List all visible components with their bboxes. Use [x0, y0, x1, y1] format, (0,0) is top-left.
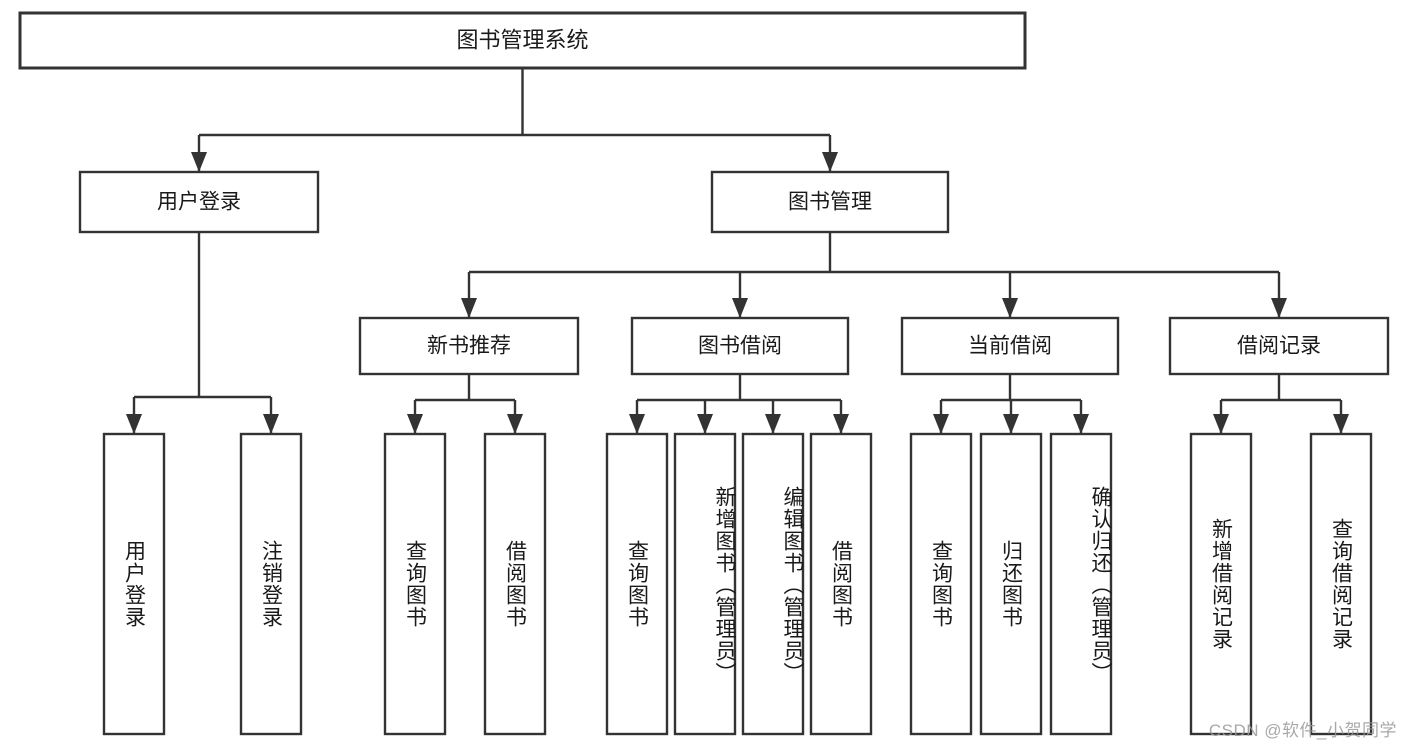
node-label-root: 图书管理系统: [456, 27, 588, 52]
arrow-head-leaf-borrow-book: [833, 414, 849, 434]
node-box-leaf-confirm-return[interactable]: [1049, 432, 1113, 736]
node-box-root[interactable]: [18, 11, 1027, 70]
node-label-borrow-record: 借阅记录: [1237, 335, 1321, 358]
node-box-leaf-edit-book[interactable]: [741, 432, 805, 736]
node-box-leaf-query-book-rec[interactable]: [383, 432, 447, 736]
node-box-user-login[interactable]: [78, 170, 320, 234]
node-box-leaf-return-book[interactable]: [979, 432, 1043, 736]
arrow-head-leaf-query-book-borrow: [629, 414, 645, 434]
node-box-leaf-borrow-book[interactable]: [809, 432, 873, 736]
arrow-head-current-borrow: [1002, 298, 1018, 318]
arrow-head-borrow-record: [1271, 298, 1287, 318]
node-box-leaf-query-book-borrow[interactable]: [605, 432, 669, 736]
watermark: CSDN @软件_小贺同学: [1208, 721, 1397, 740]
arrow-head-leaf-query-book-cur: [933, 414, 949, 434]
arrow-head-leaf-add-book: [697, 414, 713, 434]
node-box-leaf-add-book[interactable]: [673, 432, 737, 736]
arrow-head-leaf-return-book: [1003, 414, 1019, 434]
arrow-head-leaf-borrow-book-rec: [507, 414, 523, 434]
arrow-head-new-book-rec: [461, 298, 477, 318]
arrow-head-book-manage: [822, 152, 838, 172]
node-box-leaf-user-login[interactable]: [102, 432, 166, 736]
node-label-book-manage: 图书管理: [788, 191, 872, 214]
node-label-new-book-rec: 新书推荐: [427, 335, 511, 358]
node-box-borrow-record[interactable]: [1168, 316, 1390, 376]
arrow-head-user-login: [191, 152, 207, 172]
arrow-head-leaf-add-borrow-record: [1213, 414, 1229, 434]
node-box-book-manage[interactable]: [710, 170, 950, 234]
node-box-leaf-query-borrow-record[interactable]: [1309, 432, 1373, 736]
node-label-user-login: 用户登录: [157, 191, 241, 214]
node-label-book-borrow: 图书借阅: [698, 335, 782, 358]
node-box-leaf-add-borrow-record[interactable]: [1189, 432, 1253, 736]
node-box-new-book-rec[interactable]: [358, 316, 580, 376]
arrow-head-book-borrow: [732, 298, 748, 318]
node-box-leaf-query-book-cur[interactable]: [909, 432, 973, 736]
arrow-head-leaf-query-book-rec: [407, 414, 423, 434]
arrow-head-leaf-logout: [263, 414, 279, 434]
arrow-head-leaf-user-login: [126, 414, 142, 434]
boxes-layer: [18, 11, 1390, 736]
arrow-head-leaf-query-borrow-record: [1333, 414, 1349, 434]
node-box-leaf-logout[interactable]: [239, 432, 303, 736]
arrow-head-leaf-confirm-return: [1073, 414, 1089, 434]
connectors-layer: [126, 68, 1349, 434]
node-box-current-borrow[interactable]: [900, 316, 1120, 376]
node-box-leaf-borrow-book-rec[interactable]: [483, 432, 547, 736]
arrow-head-leaf-edit-book: [765, 414, 781, 434]
node-label-current-borrow: 当前借阅: [968, 335, 1052, 358]
node-box-book-borrow[interactable]: [630, 316, 850, 376]
